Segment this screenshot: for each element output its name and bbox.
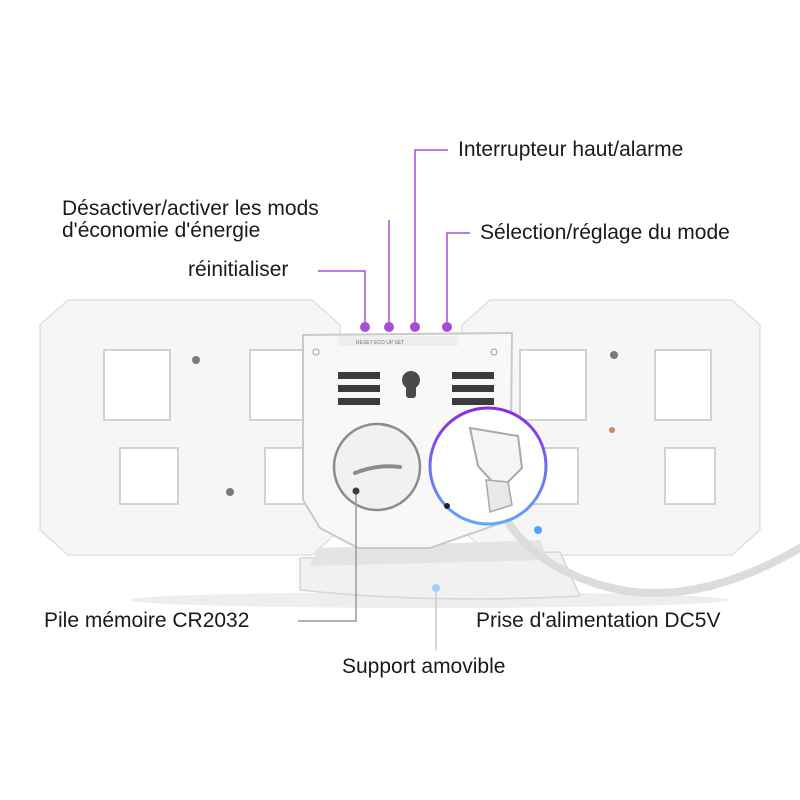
label-selection-reglage-mode: Sélection/réglage du mode — [480, 221, 730, 244]
power-socket-detail — [428, 406, 548, 526]
label-desactiver-line-1: Désactiver/activer les mods — [62, 197, 319, 220]
label-reinitialiser: réinitialiser — [188, 258, 289, 281]
screw-icon — [610, 351, 618, 359]
left-digit-8 — [39, 299, 341, 556]
label-interrupteur-haut-alarme: Interrupteur haut/alarme — [458, 138, 684, 161]
label-desactiver-line-2: d'économie d'énergie — [62, 219, 261, 243]
label-pile-memoire: Pile mémoire CR2032 — [44, 609, 250, 632]
screw-icon — [192, 356, 200, 364]
leader-lines — [298, 149, 542, 650]
removable-stand — [130, 540, 730, 608]
screw-icon — [226, 488, 234, 496]
power-cable — [493, 496, 800, 597]
reset-button-dot — [360, 322, 370, 332]
up-alarm-button-dot — [410, 322, 420, 332]
eco-button-dot — [384, 322, 394, 332]
label-desactiver-activer: Désactiver/activer les mods d'économie d… — [62, 197, 319, 243]
label-support-amovible: Support amovible — [342, 655, 506, 678]
sensor-dot-icon — [609, 427, 615, 433]
label-prise-alimentation: Prise d'alimentation DC5V — [476, 609, 721, 632]
mode-button-dot — [442, 322, 452, 332]
keyhole-icon — [402, 371, 420, 398]
svg-text:RESET ECO UP SET: RESET ECO UP SET — [356, 340, 404, 346]
battery-cover — [332, 422, 422, 512]
